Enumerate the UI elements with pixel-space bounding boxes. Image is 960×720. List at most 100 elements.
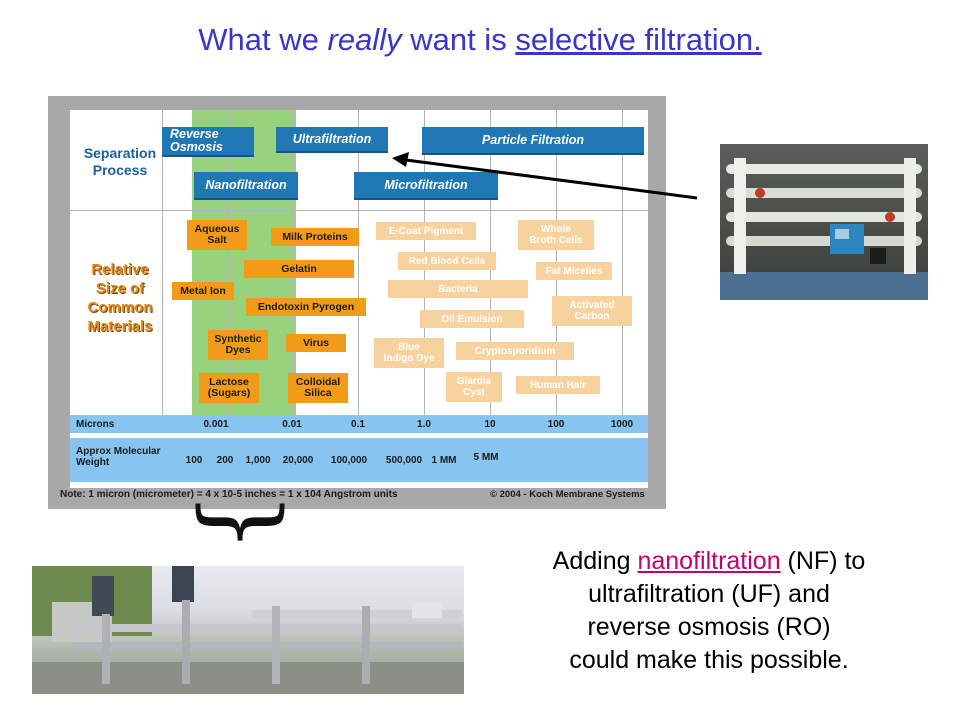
- steel-post: [102, 614, 110, 684]
- slide-title: What we really want is selective filtrat…: [0, 22, 960, 58]
- grid-line: [228, 110, 229, 415]
- microns-label: Microns: [76, 419, 115, 430]
- mat-line: (Sugars): [207, 387, 251, 399]
- mat-label: Gelatin: [281, 262, 317, 275]
- steel-post: [362, 606, 370, 684]
- material-gelatin: Gelatin: [244, 260, 354, 278]
- mw-tick: 5 MM: [473, 452, 499, 463]
- mat-line: Lactose: [209, 376, 249, 388]
- molecular-weight-scale-bar: Approx Molecular Weight 100 200 1,000 20…: [70, 438, 648, 482]
- process-ultrafiltration: Ultrafiltration: [276, 127, 388, 153]
- title-link[interactable]: selective filtration.: [515, 22, 762, 57]
- label-line: Common: [87, 299, 153, 316]
- mat-line: Dyes: [225, 344, 251, 356]
- grid-line: [358, 110, 359, 415]
- motor: [172, 566, 194, 602]
- chart-copyright: © 2004 - Koch Membrane Systems: [490, 489, 645, 500]
- mat-label: Cryptosporidium: [474, 345, 556, 357]
- material-metal-ion: Metal Ion: [172, 282, 234, 300]
- micron-tick: 100: [547, 419, 565, 430]
- pipe: [726, 188, 922, 198]
- caption-line-4: could make this possible.: [569, 646, 849, 674]
- micron-tick: 1.0: [417, 419, 431, 430]
- arrow-head: [392, 152, 409, 167]
- control-screen: [835, 229, 849, 239]
- process-microfiltration: Microfiltration: [354, 172, 498, 200]
- mat-label: Endotoxin Pyrogen: [257, 300, 355, 313]
- separation-process-label: Separation Process: [74, 145, 166, 179]
- steel-pipe: [72, 624, 462, 632]
- mat-label: Bacteria: [438, 283, 478, 295]
- micron-tick: 1000: [610, 419, 634, 430]
- steel-post: [182, 600, 190, 684]
- nanofiltration-plant-photo: [32, 566, 464, 694]
- mat-label: Virus: [302, 336, 330, 349]
- caption-line-1: Adding nanofiltration (NF) to: [494, 545, 924, 578]
- mat-label: Human Hair: [529, 379, 587, 391]
- mat-line: Cyst: [463, 387, 485, 398]
- material-milk-proteins: Milk Proteins: [271, 228, 359, 246]
- vertical-pipe: [904, 158, 916, 274]
- mw-tick: 500,000: [385, 455, 423, 466]
- mat-line: Giardia: [456, 376, 492, 387]
- proc-label: Microfiltration: [384, 177, 468, 192]
- material-cryptosporidium: Cryptosporidium: [456, 342, 574, 360]
- separation-chart: Separation Process Relative Size of Comm…: [48, 96, 666, 509]
- mat-line: Broth Cells: [529, 235, 583, 246]
- valve: [755, 188, 765, 198]
- nanofiltration-link[interactable]: nanofiltration: [637, 547, 781, 575]
- materials-label: Relative Size of Common Materials: [74, 260, 166, 336]
- plant-illustration: [32, 566, 464, 694]
- label-line: Separation: [83, 145, 157, 161]
- material-virus: Virus: [286, 334, 346, 352]
- caption-line-3: reverse osmosis (RO): [587, 613, 831, 641]
- chart-panel: Separation Process Relative Size of Comm…: [70, 110, 648, 488]
- membrane-system-illustration: [720, 158, 928, 300]
- steel-pipe: [72, 642, 462, 650]
- slide-caption: Adding nanofiltration (NF) to ultrafiltr…: [494, 545, 924, 677]
- floor: [720, 272, 928, 300]
- micron-tick: 0.01: [282, 419, 302, 430]
- mw-tick: 1 MM: [431, 455, 457, 466]
- label-line: Relative: [91, 261, 149, 278]
- mat-label: Oil Emulsion: [441, 313, 503, 325]
- motor: [92, 576, 114, 616]
- label-line: Materials: [87, 318, 153, 335]
- pipe: [726, 236, 922, 246]
- material-fat-micelles: Fat Micelles: [536, 262, 612, 280]
- mw-tick: 100: [185, 455, 203, 466]
- membrane-system-photo: [720, 144, 928, 300]
- mw-label-line: Weight: [76, 457, 110, 468]
- steel-pipe: [252, 610, 462, 618]
- mw-tick: 1,000: [245, 455, 271, 466]
- material-oil-emulsion: Oil Emulsion: [420, 310, 524, 328]
- caption-line-2: ultrafiltration (UF) and: [588, 580, 830, 608]
- title-text: What we: [198, 22, 328, 57]
- label-line: Process: [92, 162, 148, 178]
- mat-line: Colloidal: [295, 376, 341, 388]
- label-line: Size of: [95, 280, 145, 297]
- proc-label: Particle Filtration: [481, 132, 585, 147]
- pump: [870, 248, 886, 264]
- grid-line: [622, 110, 623, 415]
- material-ecoat-pigment: E-Coat Pigment: [376, 222, 476, 240]
- mat-line: Activated: [569, 300, 615, 311]
- mat-line: Synthetic: [214, 333, 262, 345]
- curly-brace: }: [188, 491, 300, 553]
- mat-line: Whole: [541, 224, 571, 235]
- mat-line: Aqueous: [194, 223, 240, 235]
- mat-label: Red Blood Cells: [408, 255, 486, 267]
- mat-line: Indigo Dye: [383, 353, 435, 364]
- pipe: [726, 164, 922, 174]
- mat-label: Milk Proteins: [282, 230, 348, 243]
- title-emphasis: really: [327, 22, 402, 57]
- pipe: [726, 212, 922, 222]
- mat-label: Metal Ion: [180, 284, 226, 297]
